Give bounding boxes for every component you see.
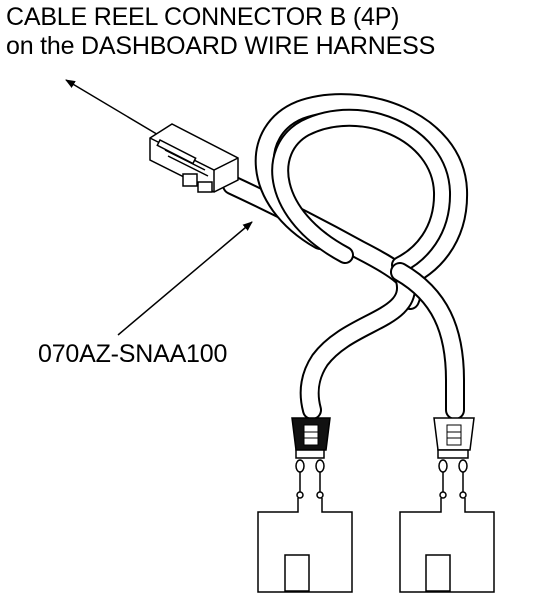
right-terminal-circuit: [399, 498, 495, 593]
title-line-2: on the DASHBOARD WIRE HARNESS: [6, 32, 436, 60]
title-line-1: CABLE REEL CONNECTOR B (4P): [6, 3, 400, 31]
connector-4p-icon: [149, 123, 239, 193]
right-plug-connector-icon: [433, 417, 475, 499]
left-plug-connector-icon: [291, 417, 331, 499]
diagram-title: CABLE REEL CONNECTOR B (4P) on the DASHB…: [6, 3, 435, 61]
left-terminal-box: [284, 554, 310, 592]
part-number-leader-arrow: [117, 221, 253, 336]
part-number-label: 070AZ-SNAA100: [38, 340, 228, 368]
right-terminal-box: [425, 554, 451, 592]
cable-bundle: [222, 93, 469, 420]
left-terminal-circuit: [257, 498, 353, 593]
title-leader-arrow: [65, 79, 161, 137]
